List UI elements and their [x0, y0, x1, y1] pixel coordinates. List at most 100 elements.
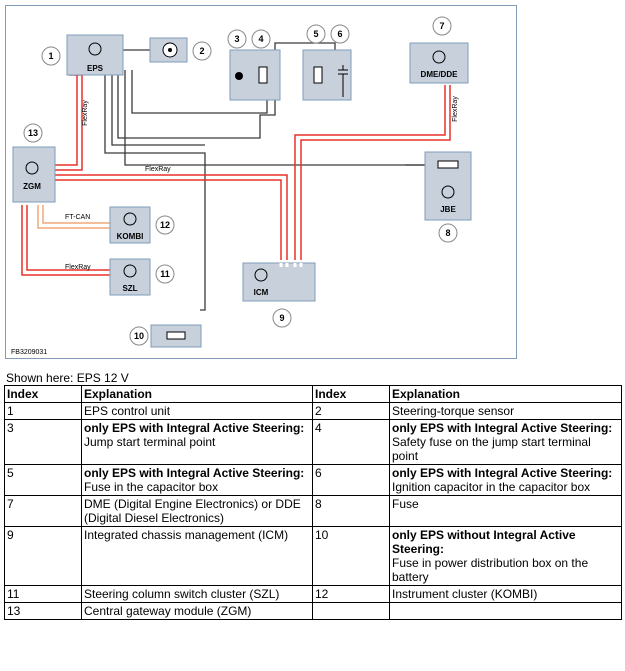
explanation-text: Central gateway module (ZGM) [84, 604, 252, 618]
icm-unit [242, 262, 316, 302]
explanation-cell: only EPS without Integral Active Steerin… [389, 526, 622, 586]
kombi-label: KOMBI [117, 232, 144, 241]
callout-11: 11 [155, 264, 175, 284]
flexray-label-dme: FlexRay [452, 96, 459, 122]
callout-10: 10 [129, 326, 149, 346]
explanation-cell: only EPS with Integral Active Steering:F… [81, 464, 313, 496]
column-header: Explanation [389, 385, 622, 403]
zgm-label: ZGM [23, 182, 41, 191]
column-header: Index [312, 385, 390, 403]
eps-label: EPS [87, 64, 104, 73]
fuse-icon [166, 331, 186, 340]
index-cell: 4 [312, 419, 390, 465]
condition-label: only EPS with Integral Active Steering: [392, 466, 613, 480]
table-header-row: Index Explanation Index Explanation [4, 385, 622, 403]
index-number: 8 [315, 497, 322, 511]
explanation-cell: only EPS with Integral Active Steering:S… [389, 419, 622, 465]
index-cell: 6 [312, 464, 390, 496]
index-number: 5 [7, 466, 14, 480]
explanation-cell: EPS control unit [81, 402, 313, 420]
index-number: 10 [315, 528, 329, 542]
svg-text:1: 1 [48, 51, 53, 61]
explanation-cell [389, 602, 622, 620]
column-header: Explanation [81, 385, 313, 403]
index-cell: 2 [312, 402, 390, 420]
explanation-cell: DME (Digital Engine Electronics) or DDE … [81, 495, 313, 527]
svg-text:11: 11 [160, 269, 170, 279]
control-unit-icon [441, 185, 455, 199]
explanation-cell: Central gateway module (ZGM) [81, 602, 313, 620]
icm-label: ICM [254, 288, 269, 297]
svg-text:13: 13 [28, 128, 38, 138]
flexray-label-szl: FlexRay [65, 264, 91, 271]
svg-text:12: 12 [160, 220, 170, 230]
index-cell: 1 [4, 402, 82, 420]
explanation-cell: Instrument cluster (KOMBI) [389, 585, 622, 603]
callout-9: 9 [272, 308, 292, 328]
diagram-caption: Shown here: EPS 12 V [6, 371, 129, 385]
explanation-text: Jump start terminal point [84, 435, 216, 449]
explanation-text: Steering-torque sensor [392, 404, 515, 418]
index-cell: 8 [312, 495, 390, 527]
capacitor-icon [338, 65, 348, 97]
condition-label: only EPS with Integral Active Steering: [84, 466, 305, 480]
control-unit-icon [88, 42, 102, 56]
callout-2: 2 [192, 41, 212, 61]
table-row: 11 Steering column switch cluster (SZL) 12… [4, 585, 622, 603]
condition-label: only EPS with Integral Active Steering: [392, 421, 613, 435]
svg-text:3: 3 [234, 34, 239, 44]
index-cell: 12 [312, 585, 390, 603]
safety-fuse-icon [258, 66, 268, 84]
flexray-label-main: FlexRay [145, 166, 171, 173]
index-cell: 11 [4, 585, 82, 603]
svg-text:9: 9 [279, 313, 284, 323]
svg-text:4: 4 [258, 34, 263, 44]
index-number: 6 [315, 466, 322, 480]
callout-group: 1 2 3 4 5 6 7 8 9 10 11 12 13 [23, 16, 458, 346]
callout-3: 3 [227, 29, 247, 49]
callout-5: 5 [306, 24, 326, 44]
condition-label: only EPS with Integral Active Steering: [84, 421, 305, 435]
svg-text:8: 8 [445, 228, 450, 238]
index-cell: 5 [4, 464, 82, 496]
callout-13: 13 [23, 123, 43, 143]
explanation-cell: Steering-torque sensor [389, 402, 622, 420]
table-row: 13 Central gateway module (ZGM) [4, 602, 622, 620]
explanation-cell: Integrated chassis management (ICM) [81, 526, 313, 586]
jbe-label: JBE [440, 205, 456, 214]
index-cell: 3 [4, 419, 82, 465]
svg-text:10: 10 [134, 331, 144, 341]
index-number: 13 [7, 604, 21, 618]
control-unit-icon [123, 212, 137, 226]
explanation-text: Steering column switch cluster (SZL) [84, 587, 280, 601]
jump-start-terminal-icon [235, 72, 243, 80]
index-number: 4 [315, 421, 322, 435]
explanation-text: Fuse [392, 497, 419, 511]
control-unit-icon [123, 264, 137, 278]
explanation-text: Instrument cluster (KOMBI) [392, 587, 538, 601]
index-cell: 13 [4, 602, 82, 620]
svg-text:6: 6 [337, 29, 342, 39]
callout-7: 7 [432, 16, 452, 36]
explanation-text: Fuse in power distribution box on the ba… [392, 556, 589, 584]
explanation-text: Ignition capacitor in the capacitor box [392, 480, 591, 494]
fuse-icon [437, 160, 459, 169]
index-cell: 10 [312, 526, 390, 586]
wiring-diagram: EPS DME/DDE ZGM JBE KOMBI SZL ICM FlexRa… [5, 5, 517, 359]
callout-1: 1 [41, 46, 61, 66]
control-unit-icon [254, 268, 268, 282]
dme-dde-label: DME/DDE [421, 70, 459, 79]
explanation-cell: Steering column switch cluster (SZL) [81, 585, 313, 603]
index-cell [312, 602, 390, 620]
index-cell: 7 [4, 495, 82, 527]
explanation-text: Safety fuse on the jump start terminal p… [392, 435, 591, 463]
control-unit-icon [25, 161, 39, 175]
explanation-cell: Fuse [389, 495, 622, 527]
index-number: 11 [7, 587, 20, 601]
control-unit-icon [432, 50, 446, 64]
